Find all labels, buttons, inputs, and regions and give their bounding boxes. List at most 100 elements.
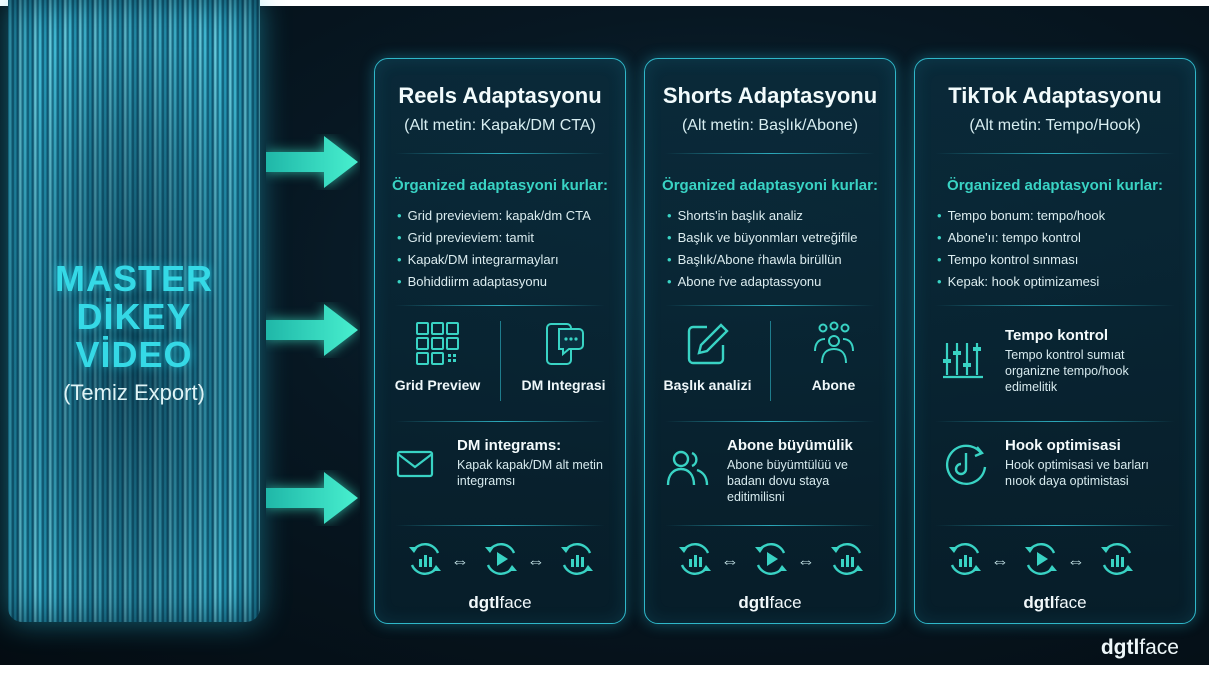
bottom-border xyxy=(0,665,1209,673)
feature-label: DM Integrasi xyxy=(521,377,606,393)
info-title: Abone büyümülik xyxy=(727,437,853,454)
refresh-chart-icon xyxy=(831,543,863,575)
group-icon xyxy=(813,321,854,364)
rule-item: Grid previeviem: kapak/dm CTA xyxy=(397,205,615,227)
rules-list: Shorts'in başlık analiz Başlık ve büyonm… xyxy=(667,205,885,293)
info-title: DM integrams: xyxy=(457,437,562,454)
divider xyxy=(665,421,875,422)
master-line-1: MASTER xyxy=(55,258,213,299)
rules-list: Tempo bonum: tempo/hook Abone'ıı: tempo … xyxy=(937,205,1185,293)
rules-title: Örganized adaptasyoni kurlar: xyxy=(662,177,878,194)
divider xyxy=(935,525,1175,526)
feature-divider xyxy=(500,321,501,401)
bidirectional-arrow-icon: ⇔ xyxy=(451,551,469,571)
rule-item: Abone'ıı: tempo kontrol xyxy=(937,227,1185,249)
bidirectional-arrow-icon: ⇔ xyxy=(797,551,815,571)
brand-logo: dgtlface xyxy=(738,593,802,612)
feature-baslik-analizi: Başlık analizi xyxy=(645,321,770,393)
divider xyxy=(935,421,1175,422)
brand-logo: dgtlface xyxy=(468,593,532,612)
divider xyxy=(935,153,1175,154)
refresh-chart-icon xyxy=(949,543,981,575)
rules-title: Örganized adaptasyoni kurlar: xyxy=(392,177,608,194)
feature-label: Grid Preview xyxy=(394,377,481,393)
refresh-play-icon xyxy=(485,543,517,575)
rule-item: Başlık ve büyonmları vetreğifile xyxy=(667,227,885,249)
phone-chat-icon xyxy=(545,323,584,365)
rule-item: Kepak: hook optimizamesi xyxy=(937,271,1185,293)
rule-item: Abone ṙve adaptassyonu xyxy=(667,271,885,293)
panel-subtitle: (Alt metin: Kapak/DM CTA) xyxy=(404,117,596,134)
edit-icon xyxy=(687,323,729,365)
refresh-chart-icon xyxy=(561,543,593,575)
feature-label: Abone xyxy=(811,377,856,393)
info-title: Hook optimisasi xyxy=(1005,437,1121,454)
feature-abone: Abone xyxy=(771,321,896,393)
reels-panel: Reels Adaptasyonu (Alt metin: Kapak/DM C… xyxy=(374,58,626,624)
master-title-block: MASTER DİKEY VİDEO (Temiz Export) xyxy=(8,260,260,406)
rule-item: Bohiddiirm adaptasyonu xyxy=(397,271,615,293)
info-text: Kapak kapak/DM alt metin integramsı xyxy=(457,458,603,488)
master-line-2: DİKEY xyxy=(76,296,192,337)
envelope-icon xyxy=(396,450,434,478)
feature-label: Başlık analizi xyxy=(663,377,752,393)
corner-brand-logo: dgtlface xyxy=(1100,636,1179,659)
flow-row: ⇔ ⇔ xyxy=(645,539,895,579)
feature-dm-integrasi: DM Integrasi xyxy=(501,321,626,393)
master-video-pillar: MASTER DİKEY VİDEO (Temiz Export) xyxy=(8,0,260,622)
brand-logo: dgtlface xyxy=(1023,593,1087,612)
refresh-play-icon xyxy=(755,543,787,575)
divider xyxy=(395,305,605,306)
rules-title: Örganized adaptasyoni kurlar: xyxy=(947,177,1163,194)
rule-item: Shorts'in başlık analiz xyxy=(667,205,885,227)
arrow-right-icon xyxy=(266,472,358,524)
rule-item: Tempo kontrol sınması xyxy=(937,249,1185,271)
rule-item: Tempo bonum: tempo/hook xyxy=(937,205,1185,227)
divider xyxy=(395,421,605,422)
feature-grid-preview: Grid Preview xyxy=(375,321,500,393)
arrow-right-icon xyxy=(266,304,358,356)
rule-item: Kapak/DM integrarmayları xyxy=(397,249,615,271)
grid-icon xyxy=(415,322,459,365)
refresh-play-icon xyxy=(1025,543,1057,575)
top-border xyxy=(0,0,1209,6)
panel-title: Shorts Adaptasyonu xyxy=(662,83,878,108)
rules-list: Grid previeviem: kapak/dm CTA Grid previ… xyxy=(397,205,615,293)
bidirectional-arrow-icon: ⇔ xyxy=(1067,551,1085,571)
rule-item: Başlık/Abone ṙhawla birüllün xyxy=(667,249,885,271)
feature-row: Grid Preview DM Integrasi xyxy=(375,321,625,411)
bidirectional-arrow-icon: ⇔ xyxy=(527,551,545,571)
panel-title: TikTok Adaptasyonu xyxy=(948,83,1162,108)
divider xyxy=(665,525,875,526)
tiktok-panel: TikTok Adaptasyonu (Alt metin: Tempo/Hoo… xyxy=(914,58,1196,624)
panel-subtitle: (Alt metin: Tempo/Hook) xyxy=(969,117,1141,134)
hook-timer-icon xyxy=(945,444,987,485)
refresh-chart-icon xyxy=(409,543,441,575)
flow-row: ⇔ ⇔ xyxy=(375,539,625,579)
info-text: Hook optimisasi ve barları nıook daya op… xyxy=(1005,458,1149,488)
info-title: Tempo kontrol xyxy=(1005,327,1109,344)
divider xyxy=(935,305,1175,306)
refresh-chart-icon xyxy=(1101,543,1133,575)
feature-row: Başlık analizi Abone xyxy=(645,321,895,411)
divider xyxy=(395,525,605,526)
bidirectional-arrow-icon: ⇔ xyxy=(721,551,739,571)
refresh-chart-icon xyxy=(679,543,711,575)
divider xyxy=(395,153,605,154)
divider xyxy=(665,153,875,154)
divider xyxy=(665,305,875,306)
master-subtitle: (Temiz Export) xyxy=(63,380,205,405)
panel-subtitle: (Alt metin: Başlık/Abone) xyxy=(681,117,859,134)
info-text: Abone büyümtülüü ve badanı dovu staya ed… xyxy=(727,458,848,504)
sliders-icon xyxy=(943,343,983,379)
users-icon xyxy=(666,450,709,486)
rule-item: Grid previeviem: tamit xyxy=(397,227,615,249)
arrow-right-icon xyxy=(266,136,358,188)
flow-row: ⇔ ⇔ xyxy=(915,539,1195,579)
info-text: Tempo kontrol sumıat organizne tempo/hoo… xyxy=(1005,348,1129,394)
master-line-3: VİDEO xyxy=(75,334,193,375)
panel-title: Reels Adaptasyonu xyxy=(398,83,602,108)
feature-divider xyxy=(770,321,771,401)
bidirectional-arrow-icon: ⇔ xyxy=(991,551,1009,571)
shorts-panel: Shorts Adaptasyonu (Alt metin: Başlık/Ab… xyxy=(644,58,896,624)
